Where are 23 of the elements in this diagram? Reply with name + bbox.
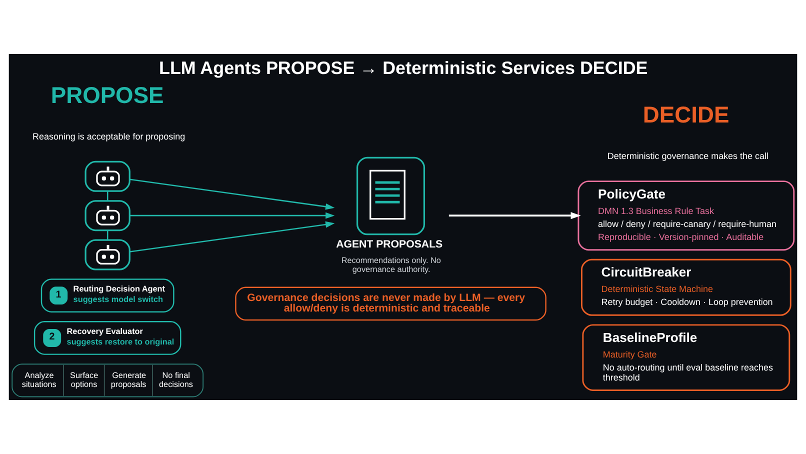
label: DECIDE [642, 101, 730, 128]
arrow [130, 212, 335, 219]
diagram-title: LLM Agents PROPOSE → Deterministic Services DECIDE [159, 58, 648, 78]
arrow [130, 178, 335, 210]
label: Deterministic governance makes the call [607, 151, 768, 162]
arrow [130, 221, 335, 252]
arrow [448, 212, 581, 220]
label: Reasoning is acceptable for proposing [32, 132, 186, 142]
node-box: 2 Recovery Evaluator suggests restore to original [34, 321, 182, 355]
node-picture [84, 200, 130, 232]
node-box: CircuitBreaker Deterministic State Machine Retry budget · Cooldown · Loop prevention [580, 258, 792, 316]
connector [106, 191, 108, 201]
node-picture [84, 160, 130, 192]
connector [106, 230, 108, 240]
node-box: BaselineProfile Maturity Gate No auto-routing until eval baseline reaches threshold [582, 324, 790, 391]
node-box: Governance decisions are never made by LLM — every allow/deny is deterministic and traceable [235, 286, 546, 321]
node-box: 1 Reuting Decision Agent suggests model switch [40, 278, 174, 312]
node-label: AGENT PROPOSALS [336, 238, 443, 251]
node-box: PolicyGate DMN 1.3 Business Rule Task allow / deny / require-canary / require-human Reproducible · Version-pinned · Auditable [578, 180, 795, 251]
node-label: Recommendations only. No governance authority. [341, 256, 441, 274]
node-box [356, 156, 426, 236]
node-picture [84, 239, 130, 270]
label: PROPOSE [50, 82, 164, 108]
